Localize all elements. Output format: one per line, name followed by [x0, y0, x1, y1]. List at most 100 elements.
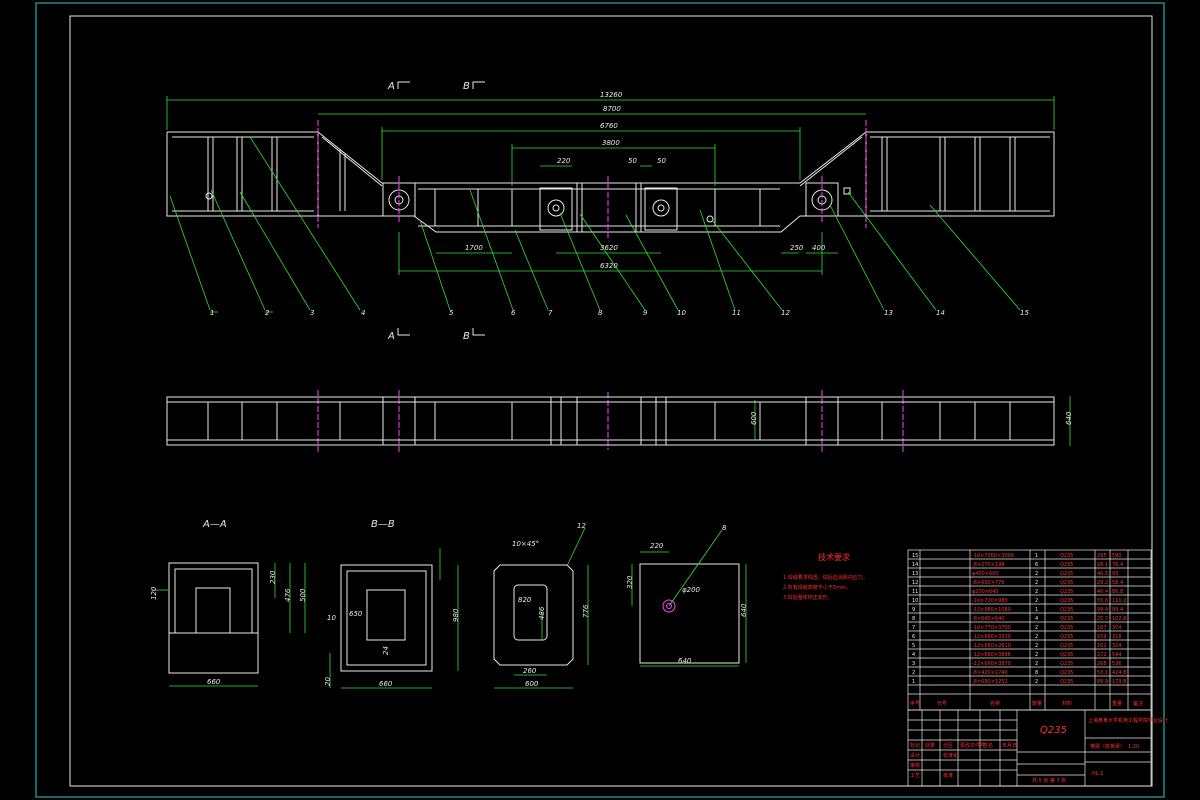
- bom-cell-spec: -12×660×3870: [972, 661, 1011, 667]
- tb-sign: 签名: [983, 742, 993, 749]
- bom-cell-w2: 590: [1112, 553, 1122, 559]
- tb-role: 工艺: [910, 773, 920, 779]
- bom-cell-qty: 2: [1035, 634, 1038, 640]
- dim-3620: 3620: [600, 244, 618, 252]
- tech-note-line: 1.焊缝要求焊透，焊后应消除内应力。: [783, 574, 868, 581]
- bom-header-mat: 材料: [1062, 700, 1072, 707]
- part-number: 5: [449, 309, 454, 317]
- plate-12-detail: [493, 564, 574, 666]
- aa-dim-120: 120: [150, 586, 158, 600]
- bom-cell-qty: 1: [1035, 607, 1038, 613]
- bom-cell-w2: 536: [1112, 661, 1122, 667]
- part-number: 9: [643, 309, 648, 317]
- material-label: Q235: [1040, 725, 1067, 736]
- bom-cell-spec: -8×600×776: [972, 580, 1004, 586]
- bom-cell-w1: 272: [1097, 652, 1107, 658]
- bom-cell-no: 6: [912, 634, 915, 640]
- section-aa-title: A—A: [202, 519, 227, 530]
- dim-overall: 13260: [600, 91, 623, 99]
- part-number: 4: [361, 309, 365, 317]
- bom-cell-spec: -8×420×1740: [972, 670, 1008, 676]
- plate-8-detail: [639, 563, 740, 664]
- bom-cell-w2: 424.8: [1112, 670, 1126, 676]
- bom-cell-w1: 29.2: [1097, 580, 1108, 586]
- bom-cell-qty: 2: [1035, 652, 1038, 658]
- bom-cell-w1: 28.1: [1097, 562, 1108, 568]
- section-bb-title: B—B: [371, 519, 395, 530]
- tb-role: 设计: [910, 752, 920, 759]
- bom-cell-mat: Q235: [1060, 643, 1073, 649]
- bom-cell-w2: 80.8: [1112, 589, 1123, 595]
- bom-cell-qty: 2: [1035, 589, 1038, 595]
- tech-note-line: 3.焊后整体校正变形。: [783, 594, 833, 601]
- front-view: [166, 131, 1055, 233]
- bom-cell-w1: 53.1: [1097, 670, 1108, 676]
- plate8-320: 320: [626, 575, 634, 589]
- bom-cell-mat: Q235: [1060, 670, 1073, 676]
- tech-notes-title: 技术要求: [818, 552, 850, 562]
- top-view: [166, 396, 1055, 446]
- bb-dim-10: 10: [327, 614, 336, 622]
- dim-50b: 50: [657, 157, 666, 165]
- tb-change: 更改文件号: [960, 742, 985, 749]
- bom-cell-spec: -8×640×640: [972, 616, 1004, 622]
- bom-cell-mat: Q235: [1060, 634, 1073, 640]
- plate8-hole: φ200: [682, 586, 701, 594]
- bom-header-weight: 重量: [1112, 700, 1122, 707]
- tb-count: 处数: [925, 742, 935, 749]
- dim-side-600: 600: [750, 411, 758, 425]
- bom-cell-w2: 324: [1112, 643, 1122, 649]
- plate12-chamfer: 10×45°: [512, 540, 539, 548]
- part-number: 11: [732, 309, 741, 317]
- tb-zone: 分区: [943, 742, 953, 749]
- plate-8-hole: [662, 599, 676, 613]
- plate12-820: 820: [518, 596, 532, 604]
- bom-cell-qty: 2: [1035, 661, 1038, 667]
- plate12-486: 486: [538, 606, 546, 620]
- bom-cell-mat: Q235: [1060, 652, 1073, 658]
- bom-cell-w2: 374: [1112, 625, 1122, 631]
- dim-6760: 6760: [600, 122, 618, 130]
- bom-cell-mat: Q235: [1060, 571, 1073, 577]
- title-sheet: 共 5 张 第 7 张: [1032, 777, 1066, 784]
- bom-cell-w2: 111.2: [1112, 598, 1126, 604]
- section-a-top: A: [387, 81, 395, 92]
- part-numbers: 1 2 3 4 5 6 7 8 9 10 11 12 13 14 15: [210, 309, 1029, 317]
- bom-cell-no: 15: [912, 553, 918, 559]
- outer-frame: [35, 2, 1165, 798]
- part-number: 10: [677, 309, 686, 317]
- section-markers: [397, 81, 485, 336]
- dim-side-640: 640: [1065, 411, 1073, 425]
- bom-cell-mat: Q235: [1060, 625, 1073, 631]
- bom-header-qty: 数量: [1032, 700, 1042, 707]
- bom-cell-mat: Q235: [1060, 562, 1073, 568]
- bom-cell-w2: 102.8: [1112, 616, 1126, 622]
- part-number: 13: [884, 309, 893, 317]
- bb-dim-20: 20: [324, 677, 332, 686]
- dim-250: 250: [790, 244, 804, 252]
- bom-cell-no: 13: [912, 571, 918, 577]
- inner-frame: [69, 15, 1153, 787]
- dim-220: 220: [557, 157, 571, 165]
- tb-role: 审核: [910, 762, 920, 769]
- bom-cell-spec: -10×770×3700: [972, 625, 1011, 631]
- bom-cell-no: 7: [912, 625, 915, 631]
- bom-cell-no: 3: [912, 661, 915, 667]
- part-number: 3: [310, 309, 314, 317]
- bom-cell-no: 12: [912, 580, 918, 586]
- bom-cell-w2: 93: [1112, 571, 1118, 577]
- bom-cell-no: 14: [912, 562, 918, 568]
- bom-cell-spec: φ400×600: [972, 571, 999, 577]
- section-bb: [340, 564, 433, 672]
- part-number: 6: [511, 309, 516, 317]
- bom-cell-qty: 2: [1035, 580, 1038, 586]
- bom-cell-w1: 187: [1097, 625, 1107, 631]
- tb-role: 标准化: [943, 752, 958, 759]
- bom-cell-qty: 4: [1035, 616, 1038, 622]
- plate12-num: 12: [577, 522, 586, 530]
